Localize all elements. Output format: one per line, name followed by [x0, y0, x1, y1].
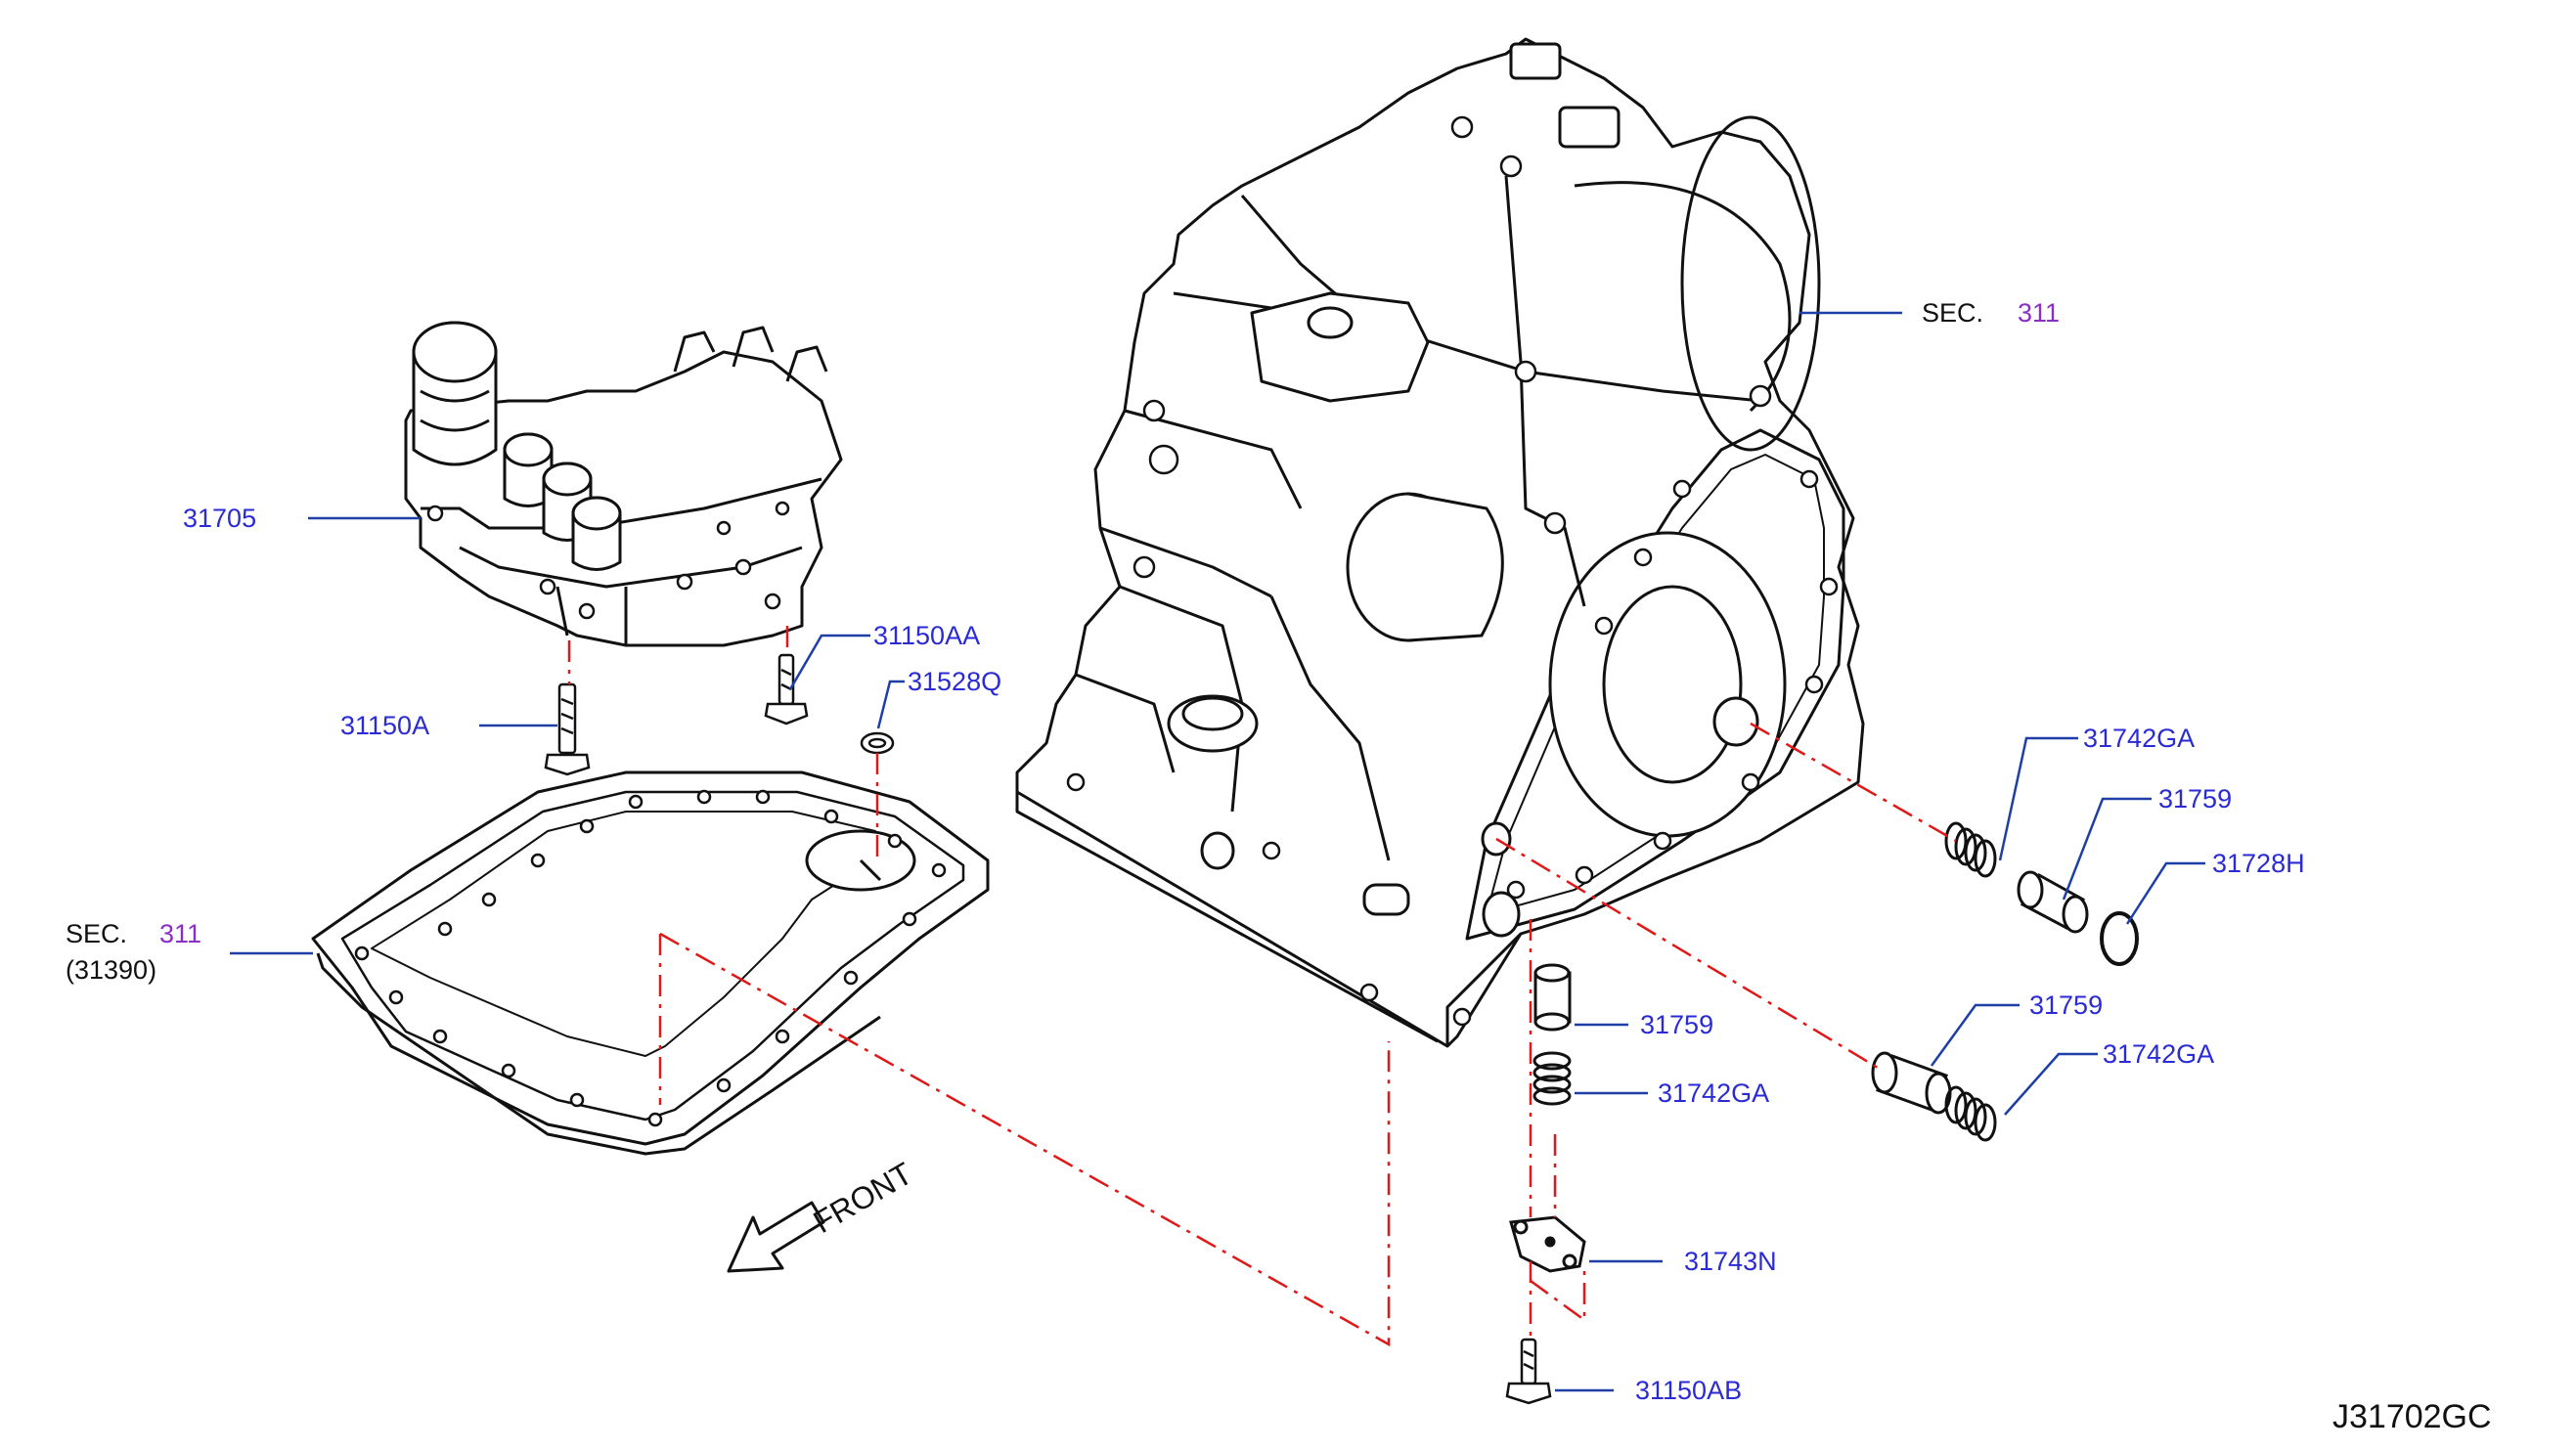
- case-bolt-holes: [1066, 115, 1839, 1027]
- assembly-dash-lines: [567, 626, 1957, 1347]
- section-ref-right-num: 311: [2018, 298, 2061, 328]
- washer-31528Q: [860, 731, 895, 755]
- front-arrow-icon: [727, 1201, 825, 1273]
- o-ring-31728H: [2100, 911, 2139, 966]
- section-ref-left-num: 311: [159, 919, 202, 948]
- part-label-31759-mid: 31759: [2029, 990, 2104, 1020]
- part-label-31150A: 31150A: [340, 711, 430, 740]
- oil-pan-bolt-holes: [354, 789, 947, 1127]
- leader-lines: [230, 311, 2205, 1392]
- oil-pan: [311, 770, 990, 1156]
- transmission-case: [1015, 37, 1865, 1048]
- part-label-31759-top: 31759: [2158, 784, 2233, 813]
- bolt-31150AB: [1505, 1338, 1552, 1405]
- part-label-31742GA-top: 31742GA: [2083, 724, 2196, 753]
- section-ref-right-word: SEC.: [1922, 298, 1984, 328]
- plug-31759-top: [2017, 870, 2089, 934]
- bolt-31150A: [544, 682, 591, 776]
- front-label: FRONT: [808, 1156, 918, 1240]
- valve-body-holes: [426, 501, 790, 620]
- part-label-31743N: 31743N: [1684, 1247, 1777, 1276]
- plug-31759-low: [1533, 963, 1572, 1032]
- part-label-31759-low: 31759: [1640, 1010, 1714, 1039]
- section-ref-left-sub: (31390): [66, 955, 157, 985]
- part-label-31528Q: 31528Q: [908, 667, 1002, 696]
- part-label-31742GA-low: 31742GA: [1658, 1078, 1770, 1108]
- bolt-31150AA: [764, 653, 809, 726]
- plug-31759-mid: [1871, 1051, 1952, 1115]
- retainer-31743N: [1509, 1215, 1586, 1273]
- control-valve-body: [404, 321, 843, 647]
- part-label-31150AB: 31150AB: [1635, 1376, 1743, 1405]
- spring-31742GA-low: [1532, 1051, 1572, 1106]
- part-label-31705: 31705: [183, 504, 257, 533]
- diagram-code: J31702GC: [2332, 1398, 2492, 1435]
- part-label-31742GA-mid: 31742GA: [2103, 1039, 2215, 1069]
- spring-31742GA-top: [1944, 821, 1997, 878]
- part-label-31150AA: 31150AA: [873, 621, 981, 650]
- spring-31742GA-mid: [1944, 1085, 1997, 1142]
- part-label-31728H: 31728H: [2212, 849, 2305, 878]
- section-ref-left-word: SEC.: [66, 919, 128, 948]
